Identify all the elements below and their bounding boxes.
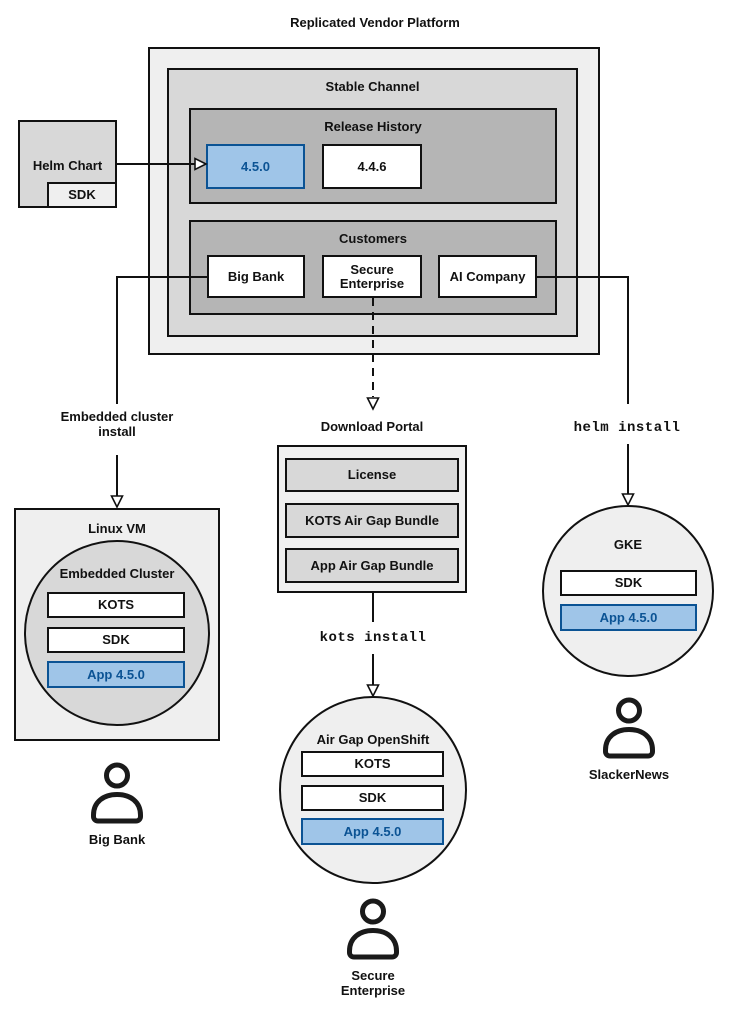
arrowhead-down-icon [366, 397, 380, 411]
release-history-label: Release History [324, 119, 422, 134]
arrowhead-down-icon [621, 493, 635, 507]
helm-chart-label: Helm Chart [32, 158, 103, 173]
user-label: Big Bank [88, 832, 146, 847]
edge-label-embedded-install: Embedded cluster install [37, 409, 197, 439]
portal-item-kots-bundle: KOTS Air Gap Bundle [285, 503, 459, 538]
stack-box-kots: KOTS [47, 592, 185, 618]
helm-chart-sdk-box: SDK [47, 182, 117, 208]
stack-box-app: App 4.5.0 [560, 604, 697, 631]
edge-label-kots-install: kots install [319, 630, 427, 646]
diagram-title: Replicated Vendor Platform [290, 15, 460, 30]
stack-box-sdk: SDK [301, 785, 444, 811]
edge-label-helm-install: helm install [573, 420, 681, 436]
embedded-cluster-label: Embedded Cluster [59, 566, 175, 581]
edge-label-line: install [98, 424, 136, 439]
user-big-bank: Big Bank [67, 762, 167, 847]
stack-box-app: App 4.5.0 [301, 818, 444, 845]
linux-vm-label: Linux VM [88, 521, 146, 536]
customer-box-big-bank: Big Bank [207, 255, 305, 298]
user-secure-enterprise: Secure Enterprise [323, 898, 423, 998]
arrowhead-down-icon [366, 684, 380, 698]
portal-item-app-bundle: App Air Gap Bundle [285, 548, 459, 583]
stack-box-sdk: SDK [560, 570, 697, 596]
gke-label: GKE [613, 537, 643, 552]
user-icon [91, 762, 143, 824]
user-icon [347, 898, 399, 960]
airgap-openshift-label: Air Gap OpenShift [316, 732, 430, 747]
stack-box-sdk: SDK [47, 627, 185, 653]
release-version-box: 4.5.0 [206, 144, 305, 189]
stack-box-app: App 4.5.0 [47, 661, 185, 688]
arrowhead-down-icon [110, 495, 124, 509]
portal-item-license: License [285, 458, 459, 492]
edge-label-line: Embedded cluster [60, 409, 174, 424]
release-version-box: 4.4.6 [322, 144, 422, 189]
customer-box-secure-enterprise: Secure Enterprise [322, 255, 422, 298]
stable-channel-label: Stable Channel [325, 79, 420, 94]
user-icon [603, 697, 655, 759]
download-portal-title: Download Portal [320, 419, 424, 434]
user-slackernews: SlackerNews [579, 697, 679, 782]
customers-label: Customers [339, 231, 407, 246]
customer-box-ai-company: AI Company [438, 255, 537, 298]
user-label: SlackerNews [588, 767, 670, 782]
user-label: Secure Enterprise [340, 968, 406, 998]
stack-box-kots: KOTS [301, 751, 444, 777]
